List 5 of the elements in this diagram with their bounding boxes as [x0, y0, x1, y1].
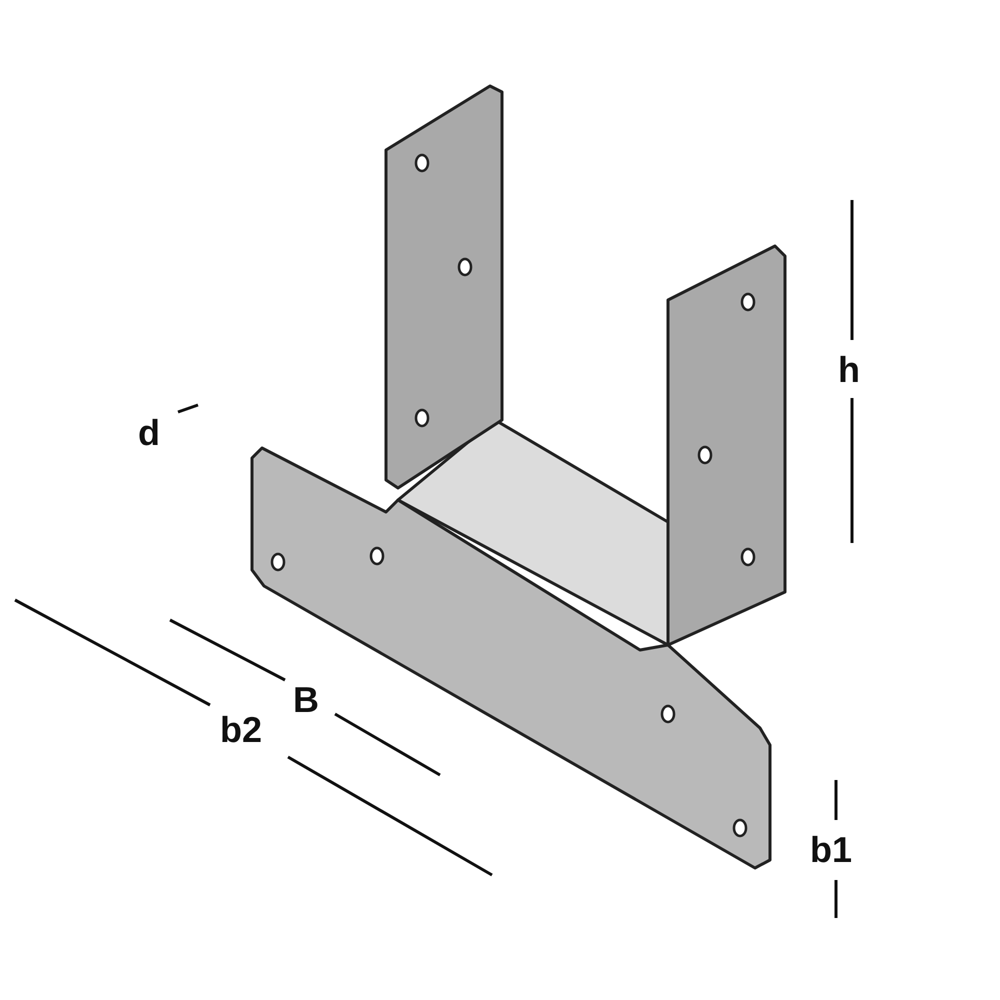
dimension-label: b2: [220, 712, 262, 748]
dimension-label: h: [838, 352, 860, 388]
dimension-label: b1: [810, 832, 852, 868]
dimension-label: B: [293, 682, 319, 718]
dimension-label: d: [138, 415, 160, 451]
